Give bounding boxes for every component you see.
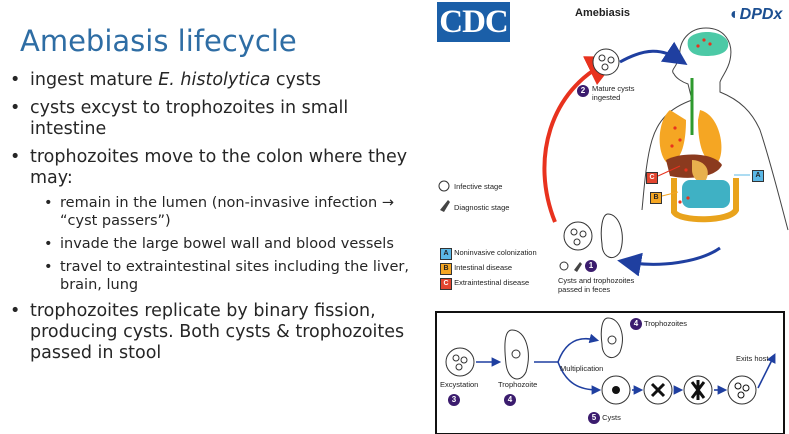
bullet-list: ingest mature E. histolytica cysts cysts… <box>8 70 428 371</box>
legend-item-a: A Noninvasive colonization <box>440 248 537 260</box>
marker-a: A <box>752 170 764 182</box>
slide-title: Amebiasis lifecycle <box>20 24 297 58</box>
excystation-label: Excystation <box>440 380 479 389</box>
intestines-organ <box>682 180 730 208</box>
step-4-label: 4 <box>504 394 516 406</box>
feces-trophozoite <box>600 213 623 259</box>
marker-c: C <box>646 172 658 184</box>
diagnostic-stage-label: Diagnostic stage <box>454 203 510 212</box>
legend-item-c: C Extraintestinal disease <box>440 278 529 290</box>
infective-stage-label: Infective stage <box>454 182 503 191</box>
sub-bullet-item: remain in the lumen (non-invasive infect… <box>30 194 428 230</box>
feces-label: Cysts and trophozoites passed in feces <box>558 276 635 294</box>
inset-graphics <box>445 317 757 405</box>
cysts-label: 5 Cysts <box>588 412 621 424</box>
cdc-logo: CDC <box>437 2 510 42</box>
diagram-graphics <box>435 27 789 434</box>
dpdx-logo: ◐DPDx <box>730 6 782 24</box>
step-2-label: 2 <box>577 85 589 97</box>
bullet-text: cysts <box>270 70 321 90</box>
sub-bullet-list: remain in the lumen (non-invasive infect… <box>30 194 428 294</box>
exits-host-label: Exits host <box>736 354 769 363</box>
microscope-icon <box>440 200 450 212</box>
ingested-cyst <box>592 48 620 76</box>
step-3-label: 3 <box>448 394 460 406</box>
multiplication-label: Multiplication <box>560 364 604 373</box>
bullet-item: trophozoites move to the colon where the… <box>8 147 428 294</box>
bullet-text: ingest mature <box>30 70 159 90</box>
lifecycle-diagram: CDC Amebiasis ◐DPDx 2 Mature cysts inges… <box>430 0 789 434</box>
legend-item-b: B Intestinal disease <box>440 263 512 275</box>
diagram-title: Amebiasis <box>575 7 631 19</box>
sub-bullet-item: invade the large bowel wall and blood ve… <box>30 235 428 253</box>
brain-organ <box>687 32 729 56</box>
dpdx-logo-text: DPDx <box>739 6 783 23</box>
trophozoite-label: Trophozoite <box>498 380 538 389</box>
species-name: E. histolytica <box>158 70 271 90</box>
dpdx-logo-mark: ◐ <box>730 6 740 23</box>
infection-arrow <box>542 56 619 223</box>
bullet-item: ingest mature E. histolytica cysts <box>8 70 428 91</box>
sub-bullet-item: travel to extraintestinal sites includin… <box>30 258 428 294</box>
bullet-item: trophozoites replicate by binary fission… <box>8 301 428 364</box>
step-2-number: 2 <box>577 85 589 97</box>
route-markers <box>657 165 750 197</box>
lungs-organ <box>659 110 686 163</box>
step-1-label: 1 <box>585 260 597 272</box>
bullet-text: trophozoites move to the colon where the… <box>30 147 408 188</box>
excretion-arrow <box>617 246 721 277</box>
marker-b: B <box>650 192 662 204</box>
mature-cysts-label: Mature cysts ingested <box>592 84 635 102</box>
feces-cyst <box>563 221 593 251</box>
text-panel: Amebiasis lifecycle ingest mature E. his… <box>0 0 430 434</box>
biohazard-icon <box>438 180 450 192</box>
ingestion-arrow <box>619 41 688 65</box>
bullet-item: cysts excyst to trophozoites in small in… <box>8 98 428 140</box>
trophozoites-label: 4 Trophozoites <box>630 318 687 330</box>
